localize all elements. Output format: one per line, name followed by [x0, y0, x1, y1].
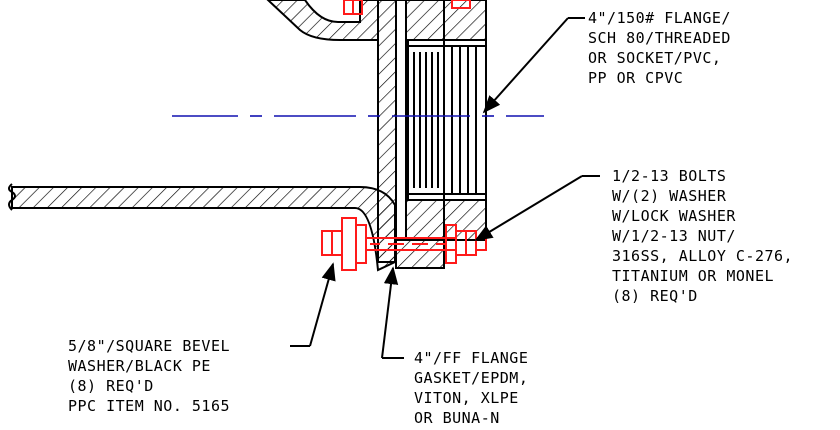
lower-tank-wall	[8, 183, 396, 272]
upper-tank-wall	[266, 0, 379, 41]
lower-bolt-assembly	[321, 217, 487, 271]
callout-bolts-line: W/1/2-13 NUT/	[612, 227, 736, 245]
callout-bolts-line: (8) REQ'D	[612, 287, 698, 305]
callout-bolts-line: 1/2-13 BOLTS	[612, 167, 726, 185]
leader-washer	[290, 262, 336, 347]
leader-flange	[482, 17, 585, 114]
callout-flange-line: 4"/150# FLANGE/	[588, 9, 731, 27]
callout-flange: 4"/150# FLANGE/ SCH 80/THREADED OR SOCKE…	[588, 9, 731, 87]
callout-gasket-line: VITON, XLPE	[414, 389, 519, 407]
leader-gasket	[381, 266, 404, 359]
callout-bolts-line: TITANIUM OR MONEL	[612, 267, 774, 285]
leader-bolts	[474, 175, 600, 241]
callout-gasket-line: 4"/FF FLANGE	[414, 349, 528, 367]
callout-washer-line: PPC ITEM NO. 5165	[68, 397, 230, 415]
tank-flange-plates	[377, 0, 445, 269]
callout-washer-line: WASHER/BLACK PE	[68, 357, 211, 375]
callout-washer-line: (8) REQ'D	[68, 377, 154, 395]
callout-washer: 5/8"/SQUARE BEVEL WASHER/BLACK PE (8) RE…	[68, 337, 230, 415]
callout-bolts: 1/2-13 BOLTS W/(2) WASHER W/LOCK WASHER …	[612, 167, 793, 305]
callout-flange-line: OR SOCKET/PVC,	[588, 49, 721, 67]
callout-gasket: 4"/FF FLANGE GASKET/EPDM, VITON, XLPE OR…	[414, 349, 528, 427]
callout-flange-line: PP OR CPVC	[588, 69, 683, 87]
upper-bolt	[343, 0, 471, 15]
callout-bolts-line: W/(2) WASHER	[612, 187, 727, 205]
callout-flange-line: SCH 80/THREADED	[588, 29, 731, 47]
callout-washer-line: 5/8"/SQUARE BEVEL	[68, 337, 230, 355]
callout-gasket-line: OR BUNA-N	[414, 409, 500, 427]
callout-gasket-line: GASKET/EPDM,	[414, 369, 528, 387]
callout-bolts-line: W/LOCK WASHER	[612, 207, 736, 225]
callout-bolts-line: 316SS, ALLOY C-276,	[612, 247, 793, 265]
